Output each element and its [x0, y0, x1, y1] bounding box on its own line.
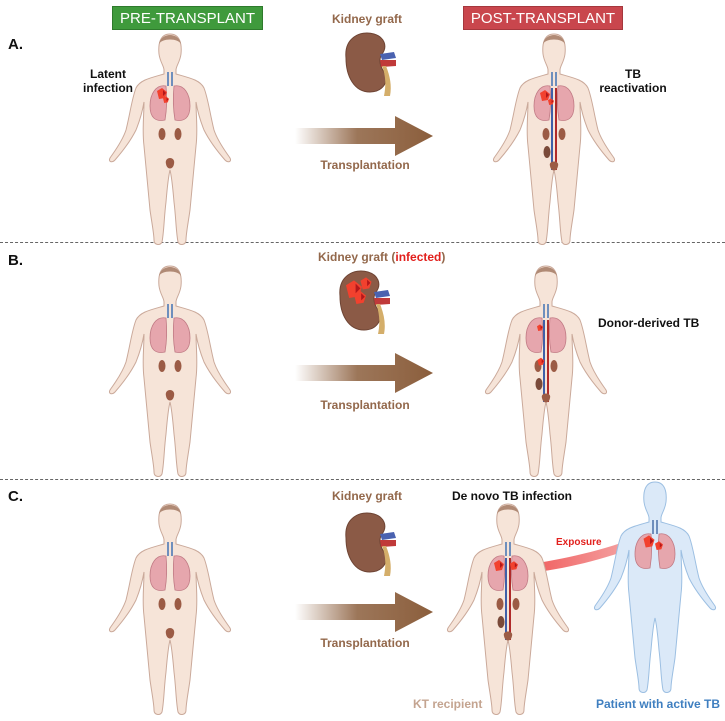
- kidney-graft-label-c: Kidney graft: [331, 489, 402, 503]
- transplantation-label-a: Transplantation: [320, 158, 410, 172]
- active-tb-patient: [593, 481, 717, 693]
- section-label-c: C.: [8, 488, 23, 505]
- pre-body-a: [108, 33, 232, 245]
- exposure-beam: [518, 534, 650, 574]
- exposure-label: Exposure: [556, 537, 602, 548]
- kidney-graft-label-b: Kidney graft: [318, 250, 389, 264]
- transplantation-label-b: Transplantation: [320, 398, 410, 412]
- post-body-a: [492, 33, 616, 245]
- transplant-arrow-b: [295, 353, 433, 393]
- active-tb-patient-label: Patient with active TB: [596, 697, 721, 711]
- latent-infection-label: Latent infection: [83, 67, 133, 95]
- kidney-graft-a: [345, 32, 397, 97]
- transplant-arrow-a: [295, 116, 433, 156]
- transplant-arrow-c: [295, 592, 433, 632]
- de-novo-tb-label: De novo TB infection: [452, 489, 572, 503]
- infected-open-paren: (: [391, 250, 396, 264]
- post-body-b: [484, 265, 608, 477]
- panel-a: [108, 32, 616, 245]
- donor-derived-tb-label: Donor-derived TB: [598, 316, 700, 330]
- infected-kidney-graft: [339, 270, 391, 335]
- section-label-b: B.: [8, 252, 23, 269]
- divider-a-b: [0, 242, 725, 243]
- infected-word: infected: [395, 250, 442, 264]
- post-transplant-header: POST-TRANSPLANT: [463, 6, 623, 30]
- infected-close-paren: ): [441, 250, 446, 264]
- tb-reactivation-label: TB reactivation: [599, 67, 667, 95]
- section-label-a: A.: [8, 36, 23, 53]
- divider-b-c: [0, 479, 725, 480]
- panel-b: [108, 265, 608, 477]
- kidney-graft-label-a: Kidney graft: [331, 12, 402, 26]
- panel-c: [108, 481, 717, 715]
- pre-transplant-header: PRE-TRANSPLANT: [112, 6, 263, 30]
- pre-body-b: [108, 265, 232, 477]
- transplantation-label-c: Transplantation: [320, 636, 410, 650]
- post-body-c: [446, 503, 570, 715]
- pre-body-c: [108, 503, 232, 715]
- kidney-graft-c: [345, 512, 397, 577]
- kidney-graft-infected-label: Kidney graft (infected): [318, 250, 468, 264]
- kt-recipient-label: KT recipient: [413, 697, 483, 711]
